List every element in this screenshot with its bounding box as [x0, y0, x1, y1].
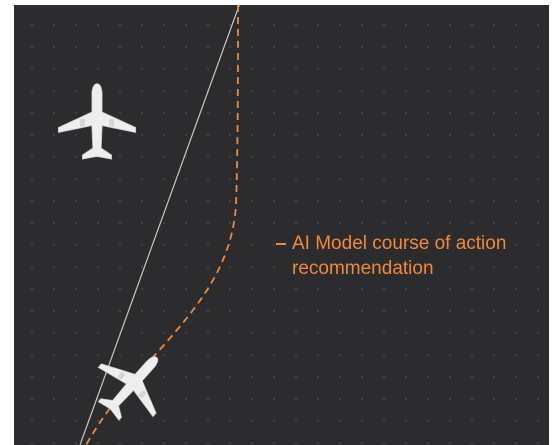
- airspace-diagram: AI Model course of action recommendation: [14, 5, 549, 445]
- path-legend: AI Model course of action recommendation: [276, 231, 546, 281]
- airplane-icon: [54, 81, 140, 167]
- recommended-course-path: [85, 5, 239, 445]
- airplane-icon: [73, 328, 189, 444]
- legend-dash-icon: [276, 243, 286, 245]
- legend-label: AI Model course of action recommendation: [292, 233, 507, 279]
